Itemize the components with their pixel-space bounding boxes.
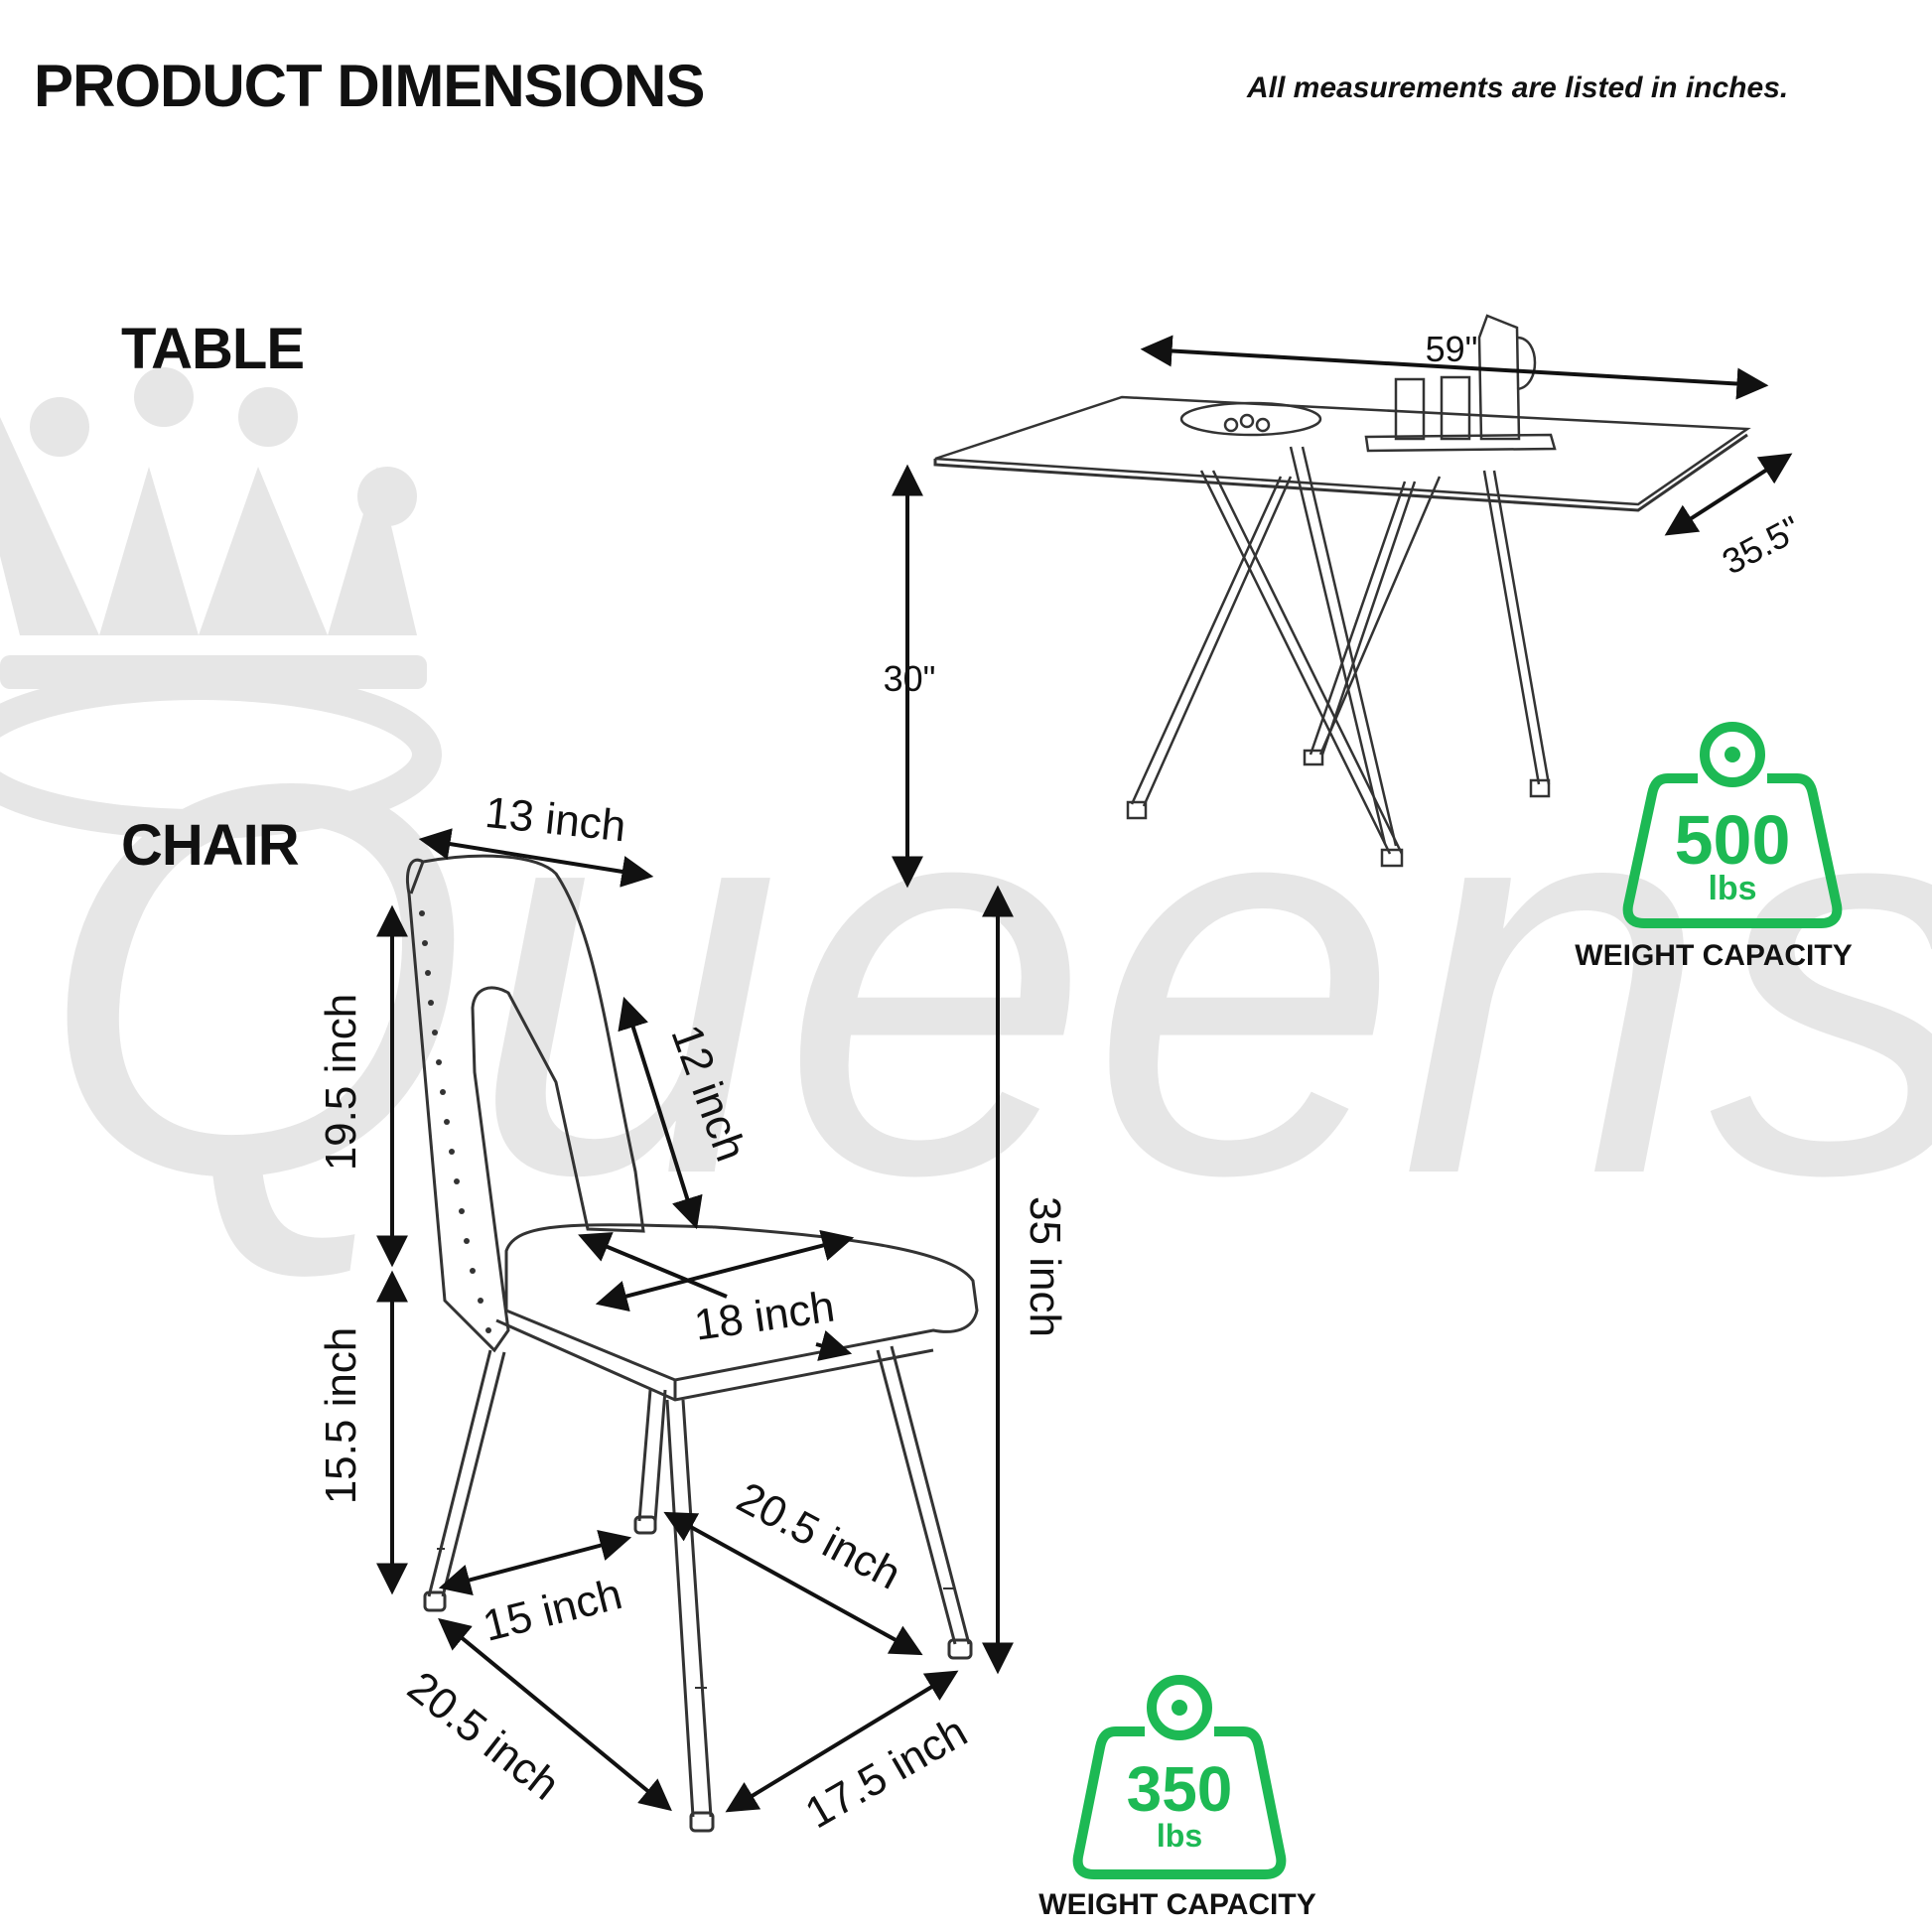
chair-illustration [406, 854, 979, 1833]
table-capacity-label: WEIGHT CAPACITY [1575, 939, 1852, 972]
chair-back-width-label: 13 inch [483, 788, 627, 852]
chair-base-depth-label: 20.5 inch [398, 1662, 568, 1810]
chair-back-height-label: 19.5 inch [317, 994, 365, 1172]
weight-icon [1622, 722, 1843, 928]
chair-weight-badge: 350 lbs WEIGHT CAPACITY [1038, 1675, 1316, 1921]
chair-total-height-label: 35 inch [1021, 1196, 1069, 1337]
chair-side-leg-label: 20.5 inch [729, 1473, 908, 1599]
weight-icon [1072, 1675, 1287, 1879]
table-capacity-unit: lbs [1708, 870, 1756, 907]
chair-section-label: CHAIR [121, 813, 300, 878]
chair-base-width-label: 17.5 inch [797, 1708, 975, 1839]
page-title: PRODUCT DIMENSIONS [34, 53, 705, 119]
table-weight-badge: 500 lbs WEIGHT CAPACITY [1575, 722, 1853, 972]
table-section-label: TABLE [121, 317, 305, 381]
table-capacity-value: 500 [1675, 801, 1791, 879]
chair-capacity-value: 350 [1127, 1753, 1233, 1825]
table-height-label: 30" [884, 658, 936, 699]
table-illustration [933, 314, 1751, 868]
chair-capacity-unit: lbs [1157, 1818, 1202, 1854]
table-length-label: 59" [1426, 329, 1478, 369]
table-width-label: 35.5" [1716, 507, 1807, 582]
chair-seat-height-label: 15.5 inch [317, 1327, 365, 1505]
chair-back-inner-label: 12 inch [661, 1019, 756, 1168]
chair-capacity-label: WEIGHT CAPACITY [1038, 1888, 1315, 1921]
measurement-note: All measurements are listed in inches. [1247, 71, 1789, 104]
chair-front-leg-label: 15 inch [479, 1570, 627, 1651]
crown-icon [0, 367, 442, 839]
